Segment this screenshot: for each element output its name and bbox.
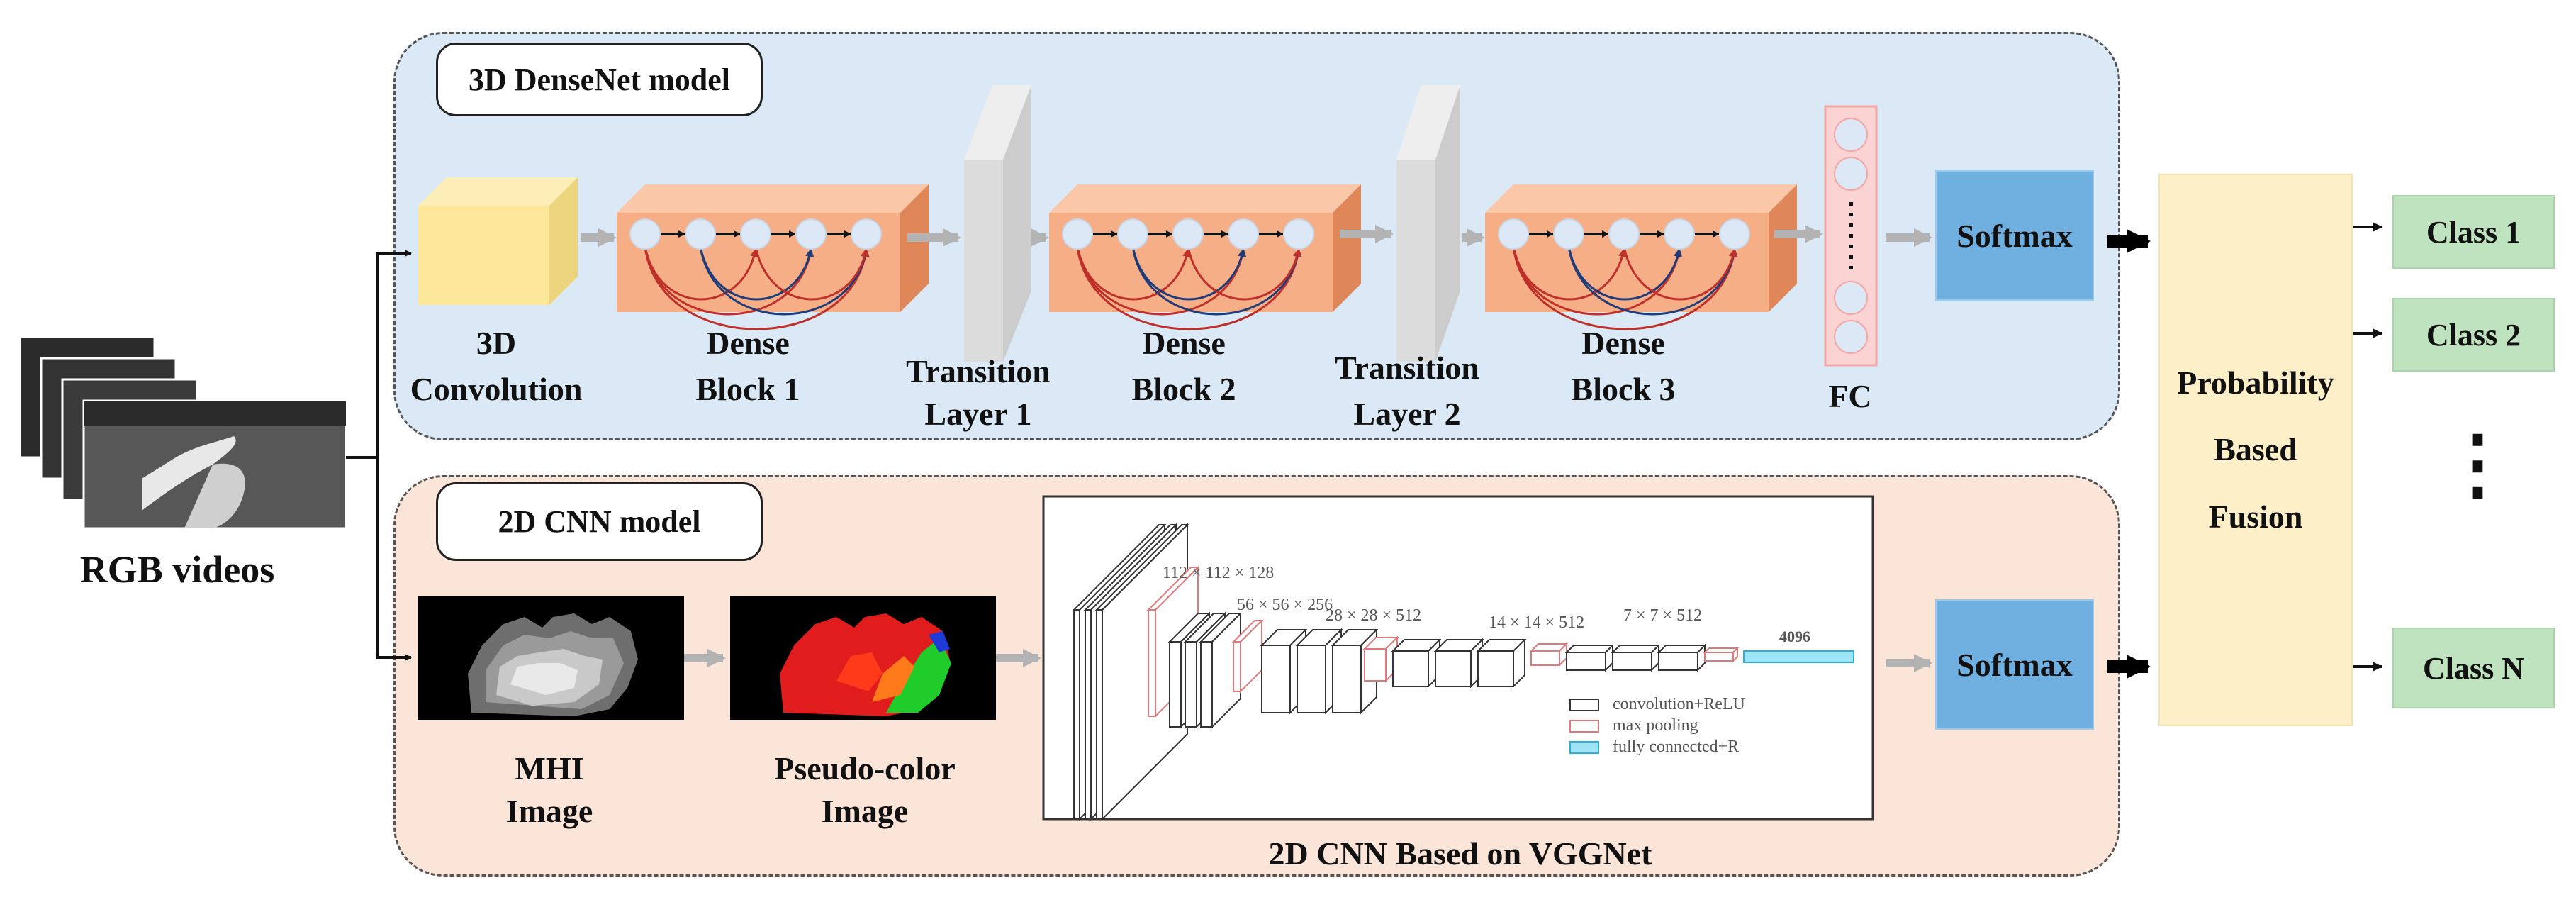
vgg-dim-label: 56 × 56 × 256: [1237, 596, 1333, 614]
pseudo-color-image: [730, 596, 996, 720]
softmax-cnn: Softmax: [1935, 599, 2094, 730]
vgg-legend-label: fully connected+R: [1613, 738, 1739, 756]
transition-layer-2-label-line2: Layer 2: [1353, 396, 1461, 432]
connector-to-densenet: [346, 250, 412, 459]
cnn-title: 2D CNN model: [436, 482, 763, 561]
conv3d-label-line2: Convolution: [410, 371, 583, 407]
vgg-dim-label: 14 × 14 × 512: [1489, 613, 1584, 632]
vgg-dim-label: 112 × 112 × 128: [1163, 564, 1274, 582]
softmax-densenet: Softmax: [1935, 170, 2094, 301]
fc-layer: [1824, 105, 1878, 367]
dense-block-1-label-line2: Block 1: [695, 371, 800, 407]
transition-layer-1-label-line2: Layer 1: [924, 396, 1032, 432]
transition-layer-1: [964, 85, 1031, 362]
dense-block-2: [1049, 184, 1361, 330]
rgb-videos-label: RGB videos: [79, 548, 275, 591]
dense-block-2-label-line1: Dense: [1142, 325, 1226, 361]
pseudo-color-label-line1: Pseudo-color: [774, 750, 956, 786]
fusion-label-line1: Probability: [2177, 365, 2334, 401]
probability-fusion-box: Probability Based Fusion: [2158, 174, 2353, 726]
dense-block-2-label-line2: Block 2: [1131, 371, 1236, 407]
mhi-image: [418, 596, 684, 720]
dense-block-1-label-line1: Dense: [706, 325, 790, 361]
vgg-dim-label: 4096: [1779, 628, 1810, 645]
dense-block-3-label-line1: Dense: [1581, 325, 1665, 361]
class-ellipsis: ⋮: [2438, 421, 2516, 508]
conv3d-cube: [418, 177, 578, 305]
class-n-box: Class N: [2392, 628, 2555, 708]
vgg-legend-label: convolution+ReLU: [1613, 695, 1745, 713]
vgg-dim-label: 7 × 7 × 512: [1623, 606, 1702, 625]
transition-layer-2-label-line1: Transition: [1335, 350, 1479, 386]
conv3d-label-line1: 3D: [476, 325, 517, 361]
pseudo-color-label-line2: Image: [821, 793, 909, 829]
fusion-label-line3: Fusion: [2208, 498, 2303, 535]
vgg-dim-label: 28 × 28 × 512: [1326, 606, 1421, 625]
fusion-label-line2: Based: [2214, 431, 2297, 468]
dense-block-3: [1485, 184, 1797, 330]
fc-label: FC: [1828, 378, 1872, 414]
cnn-flow-arrows: [684, 649, 1932, 672]
dense-block-3-label-line2: Block 3: [1571, 371, 1676, 407]
mhi-label-line1: MHI: [515, 750, 584, 786]
densenet-title: 3D DenseNet model: [436, 43, 763, 116]
vgg-legend-label: max pooling: [1613, 716, 1698, 735]
rgb-video-frames: [18, 335, 347, 530]
vgg-caption: 2D CNN Based on VGGNet: [1268, 835, 1652, 872]
mhi-label-line2: Image: [505, 793, 593, 829]
transition-layer-1-label-line1: Transition: [906, 353, 1051, 389]
transition-layer-2: [1396, 85, 1460, 362]
connector-to-cnn: [376, 457, 412, 661]
class-1-box: Class 1: [2392, 195, 2555, 269]
dense-block-1: [617, 184, 929, 330]
fusion-to-class-arrows: [2353, 222, 2382, 672]
class-2-box: Class 2: [2392, 298, 2555, 372]
densenet-flow-arrows: [581, 225, 1932, 247]
